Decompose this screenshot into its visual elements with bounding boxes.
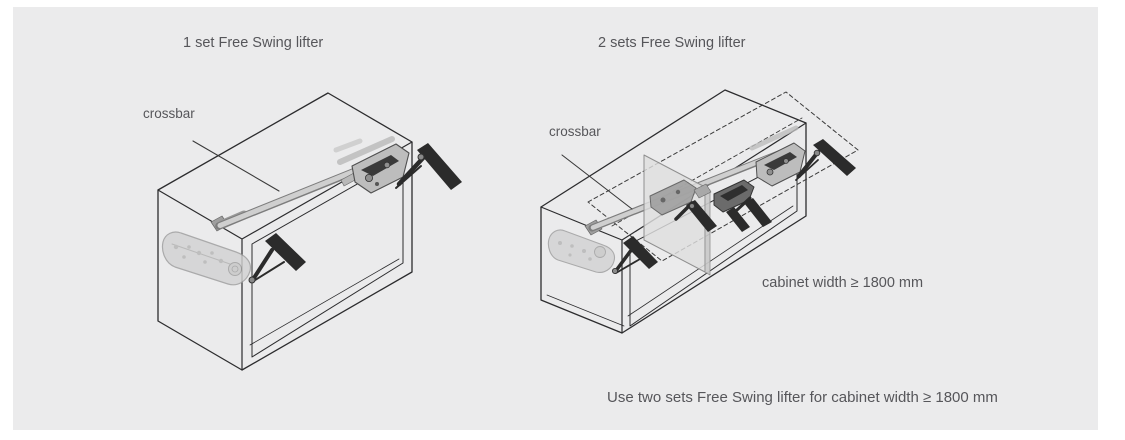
figure-one-set-drawing <box>157 92 462 371</box>
interior-back-bottom-edge <box>249 258 400 346</box>
front-opening-inner-frame <box>251 157 404 358</box>
lifter-mechanism-right-1 <box>333 136 462 194</box>
crossbar-leader-line-1 <box>192 140 280 192</box>
figure-two-sets-drawing <box>540 89 859 334</box>
crossbar-label-1: crossbar <box>143 106 195 121</box>
lifter-mechanism-left-hidden <box>161 231 252 286</box>
door-bracket <box>417 143 462 190</box>
door-bracket <box>813 139 856 176</box>
lifter-mechanism-right-2 <box>749 125 856 187</box>
cabinet-width-caption: cabinet width ≥ 1800 mm <box>762 275 924 291</box>
usage-footnote: Use two sets Free Swing lifter for cabin… <box>607 389 998 406</box>
door-bracket <box>265 233 306 271</box>
door-bracket <box>744 198 772 227</box>
lifter-arm-left-2 <box>611 236 658 275</box>
figure-one-set-title: 1 set Free Swing lifter <box>183 35 324 51</box>
door-bracket <box>726 207 750 232</box>
lifter-mechanism-partition-left <box>649 179 717 232</box>
figure-two-sets-title: 2 sets Free Swing lifter <box>598 35 746 51</box>
content-panel <box>13 7 1098 430</box>
door-bracket <box>623 236 658 269</box>
crossbar-label-2: crossbar <box>549 124 601 139</box>
crossbar-leader-line-2 <box>561 154 633 210</box>
cabinet-wireframe-1 <box>157 92 413 371</box>
lifter-mechanism-partition-right <box>693 179 772 232</box>
lifter-mechanism-left-hidden-2 <box>547 229 616 273</box>
lifter-arm-left-1 <box>248 233 306 284</box>
